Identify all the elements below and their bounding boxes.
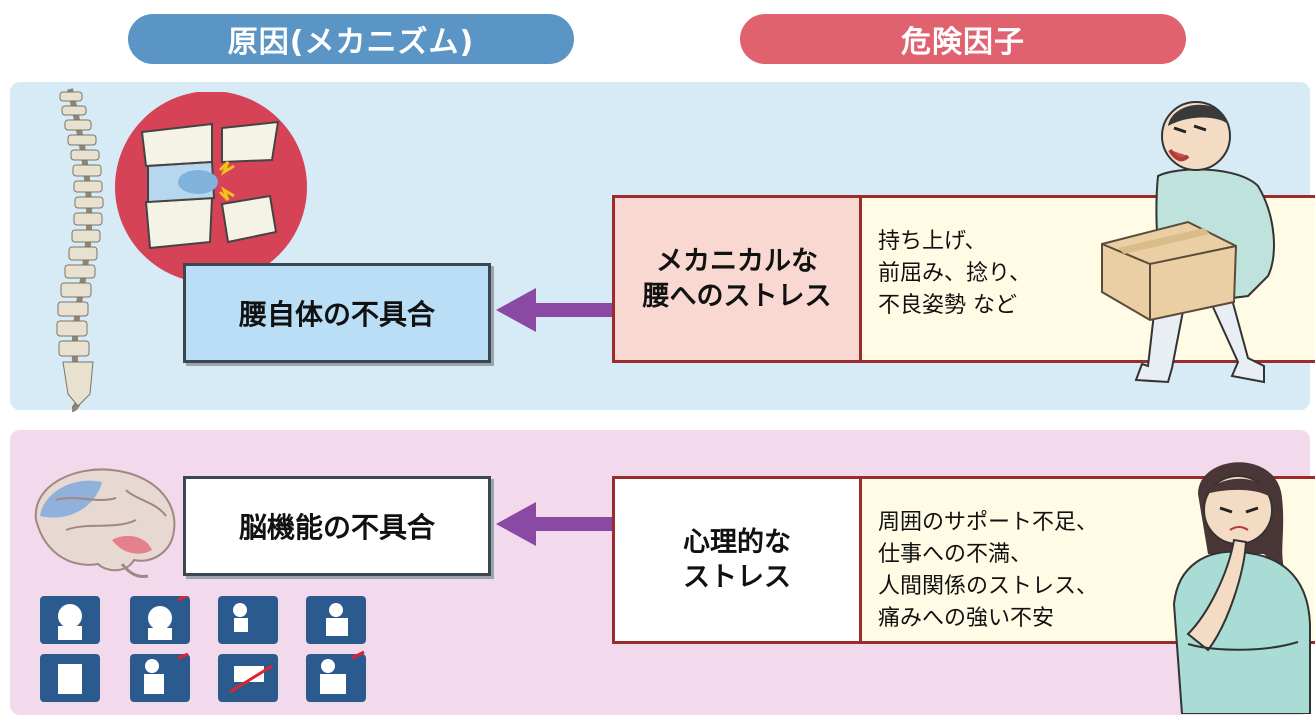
detail-item: 痛みへの強い不安 (878, 605, 1055, 631)
detail-item: 前屈み、捻り、 (878, 260, 1032, 286)
brain-illustration (34, 468, 176, 578)
risk-header-pill: 危険因子 (740, 14, 1186, 64)
brain-function-malfunction-label: 脳機能の不具合 (238, 511, 435, 544)
detail-item: 周囲のサポート不足、 (878, 510, 1099, 535)
man-lifting-box-illustration (1101, 101, 1275, 384)
risk-header-label: 危険因子 (901, 25, 1025, 60)
pain-pictogram-grid (40, 596, 366, 702)
lower-back-malfunction-box: 腰自体の不具合 (183, 263, 491, 363)
disc-compression-icon (115, 92, 307, 282)
detail-item: 不良姿勢 など (878, 292, 1017, 318)
psychological-stress-label: 心理的な ストレス (615, 479, 862, 641)
lower-back-malfunction-label: 腰自体の不具合 (238, 298, 435, 331)
arrow-psychological-to-cause (496, 502, 614, 546)
cause-header-pill: 原因(メカニズム) (128, 14, 574, 64)
brain-function-malfunction-box: 脳機能の不具合 (183, 476, 491, 576)
spine-illustration (56, 88, 104, 412)
arrow-mechanical-to-cause (496, 288, 614, 332)
detail-item: 持ち上げ、 (878, 229, 987, 254)
mechanical-stress-label: メカニカルな 腰へのストレス (615, 198, 862, 360)
worried-woman-illustration (1172, 462, 1311, 714)
detail-item: 仕事への不満、 (878, 541, 1033, 567)
psychological-stress-risk-box: 心理的な ストレス 周囲のサポート不足、 仕事への不満、 人間関係のストレス、 … (612, 476, 1315, 644)
cause-header-label: 原因(メカニズム) (227, 25, 475, 60)
detail-item: 人間関係のストレス、 (878, 573, 1099, 599)
